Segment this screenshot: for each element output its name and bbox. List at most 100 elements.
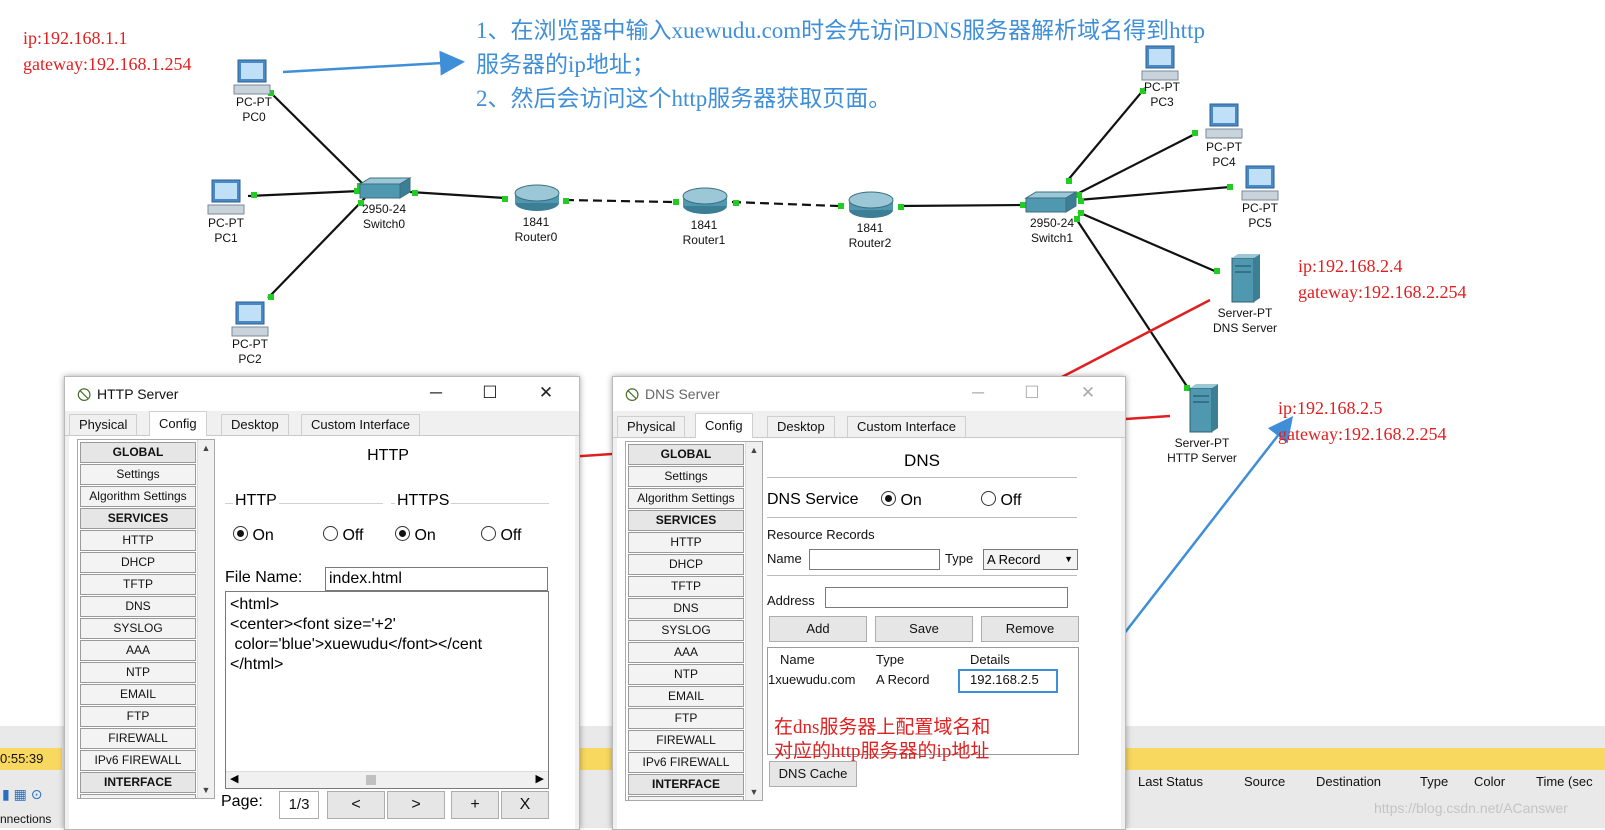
switch1-device[interactable] [1022, 190, 1078, 216]
sidebar-item-global[interactable]: GLOBAL [80, 442, 196, 463]
sidebar-item-ftp[interactable]: FTP [80, 706, 196, 727]
http-titlebar[interactable]: 🛇 HTTP Server ─ ☐ ✕ [65, 377, 579, 411]
sidebar-item-email[interactable]: EMAIL [628, 686, 744, 707]
scroll-down-icon[interactable]: ▼ [749, 787, 759, 797]
router1-device[interactable] [680, 186, 730, 216]
pc2-device[interactable] [230, 300, 274, 340]
https-on-radio[interactable]: On [395, 526, 436, 545]
next-page-button[interactable]: > [387, 791, 445, 819]
http-server-window[interactable]: 🛇 HTTP Server ─ ☐ ✕ Physical Config Desk… [64, 376, 580, 830]
sidebar-item-tftp[interactable]: TFTP [628, 576, 744, 597]
record-address-input[interactable] [825, 587, 1068, 608]
maximize-button[interactable]: ☐ [1024, 383, 1040, 402]
dns-server-device[interactable] [1228, 254, 1262, 306]
sidebar-item-ntp[interactable]: NTP [80, 662, 196, 683]
minimize-button[interactable]: ─ [429, 383, 443, 402]
sidebar-item-ipv6-firewall[interactable]: IPv6 FIREWALL [628, 752, 744, 773]
html-editor[interactable]: <html> <center><font size='+2' color='bl… [225, 591, 549, 789]
pc3-device[interactable] [1140, 44, 1184, 84]
maximize-button[interactable]: ☐ [482, 383, 498, 402]
prev-page-button[interactable]: < [327, 791, 385, 819]
sidebar-item-global[interactable]: GLOBAL [628, 444, 744, 465]
dns-on-radio[interactable]: On [881, 491, 922, 510]
sidebar-item-aaa[interactable]: AAA [628, 642, 744, 663]
record-name-input[interactable] [809, 549, 940, 570]
scroll-up-icon[interactable]: ▲ [749, 445, 759, 455]
sidebar-item-dhcp[interactable]: DHCP [80, 552, 196, 573]
sidebar-item-fastethernet0[interactable]: FastEthernet0 [628, 796, 744, 800]
pc5-device[interactable] [1240, 164, 1284, 204]
sidebar-item-syslog[interactable]: SYSLOG [628, 620, 744, 641]
sidebar-item-email[interactable]: EMAIL [80, 684, 196, 705]
sidebar-item-firewall[interactable]: FIREWALL [628, 730, 744, 751]
sidebar-item-algorithm-settings[interactable]: Algorithm Settings [628, 488, 744, 509]
pc0-device[interactable] [232, 58, 276, 98]
sidebar-scrollbar[interactable]: ▲ ▼ [745, 442, 762, 800]
tab-config[interactable]: Config [149, 411, 207, 436]
sidebar-item-fastethernet0[interactable]: FastEthernet0 [80, 794, 196, 798]
router0-device[interactable] [512, 183, 562, 213]
sidebar-item-dns[interactable]: DNS [80, 596, 196, 617]
pc4-device[interactable] [1204, 102, 1248, 142]
save-record-button[interactable]: Save [875, 616, 973, 642]
records-table[interactable]: Name Type Details 1xuewudu.com A Record … [767, 647, 1079, 755]
sidebar-item-aaa[interactable]: AAA [80, 640, 196, 661]
sidebar-item-services[interactable]: SERVICES [80, 508, 196, 529]
sidebar-item-interface[interactable]: INTERFACE [80, 772, 196, 793]
http-off-radio[interactable]: Off [323, 526, 364, 545]
sidebar-item-firewall[interactable]: FIREWALL [80, 728, 196, 749]
http-on-radio[interactable]: On [233, 526, 274, 545]
sidebar-item-ftp[interactable]: FTP [628, 708, 744, 729]
tab-desktop[interactable]: Desktop [767, 416, 835, 437]
sidebar-item-http[interactable]: HTTP [80, 530, 196, 551]
scroll-right-icon[interactable]: ▶ [535, 773, 544, 785]
https-off-radio[interactable]: Off [481, 526, 522, 545]
dns-off-radio[interactable]: Off [981, 491, 1022, 510]
tab-config[interactable]: Config [695, 413, 753, 438]
add-record-button[interactable]: Add [769, 616, 867, 642]
dns-server-window[interactable]: 🛇 DNS Server ─ ☐ ✕ Physical Config Deskt… [612, 376, 1126, 830]
remove-record-button[interactable]: Remove [981, 616, 1079, 642]
sidebar-item-ipv6-firewall[interactable]: IPv6 FIREWALL [80, 750, 196, 771]
dns-titlebar[interactable]: 🛇 DNS Server ─ ☐ ✕ [613, 377, 1125, 411]
add-page-button[interactable]: + [451, 791, 499, 819]
tab-desktop[interactable]: Desktop [221, 414, 289, 435]
sidebar-item-settings[interactable]: Settings [628, 466, 744, 487]
tab-physical[interactable]: Physical [69, 414, 138, 435]
close-button[interactable]: ✕ [1080, 383, 1096, 402]
sidebar-item-ntp[interactable]: NTP [628, 664, 744, 685]
sidebar-item-syslog[interactable]: SYSLOG [80, 618, 196, 639]
resource-records-label: Resource Records [767, 527, 875, 542]
sidebar-item-algorithm-settings[interactable]: Algorithm Settings [80, 486, 196, 507]
sidebar-item-services[interactable]: SERVICES [628, 510, 744, 531]
switch0-device[interactable] [356, 176, 412, 202]
sidebar-item-interface[interactable]: INTERFACE [628, 774, 744, 795]
sidebar-item-dhcp[interactable]: DHCP [628, 554, 744, 575]
http-sidebar[interactable]: FastEthernet0INTERFACEIPv6 FIREWALLFIREW… [77, 439, 215, 799]
sidebar-item-settings[interactable]: Settings [80, 464, 196, 485]
tab-custom-interface[interactable]: Custom Interface [301, 414, 420, 435]
tab-custom-interface[interactable]: Custom Interface [847, 416, 966, 437]
close-button[interactable]: ✕ [538, 383, 554, 402]
dns-sidebar[interactable]: FastEthernet0INTERFACEIPv6 FIREWALLFIREW… [625, 441, 763, 801]
router2-device[interactable] [846, 190, 896, 220]
sidebar-scrollbar[interactable]: ▲ ▼ [197, 440, 214, 798]
file-name-input[interactable]: index.html [325, 567, 548, 591]
remove-page-button[interactable]: X [501, 791, 549, 819]
page-number-field[interactable]: 1/3 [279, 791, 319, 819]
sidebar-item-dns[interactable]: DNS [628, 598, 744, 619]
editor-hscrollbar[interactable]: ◀ ▶ [226, 771, 548, 788]
table-row[interactable]: 1xuewudu.com A Record 192.168.2.5 [768, 670, 1078, 690]
scroll-left-icon[interactable]: ◀ [230, 773, 239, 785]
pc1-device[interactable] [206, 178, 250, 218]
scroll-down-icon[interactable]: ▼ [201, 785, 211, 795]
http-server-device[interactable] [1186, 384, 1220, 436]
tab-physical[interactable]: Physical [617, 416, 686, 437]
sidebar-item-tftp[interactable]: TFTP [80, 574, 196, 595]
scroll-up-icon[interactable]: ▲ [201, 443, 211, 453]
record-type-select[interactable]: A Record ▼ [983, 549, 1078, 570]
scroll-thumb[interactable] [366, 775, 376, 785]
sidebar-item-http[interactable]: HTTP [628, 532, 744, 553]
dns-cache-button[interactable]: DNS Cache [769, 761, 857, 787]
minimize-button[interactable]: ─ [971, 383, 985, 402]
